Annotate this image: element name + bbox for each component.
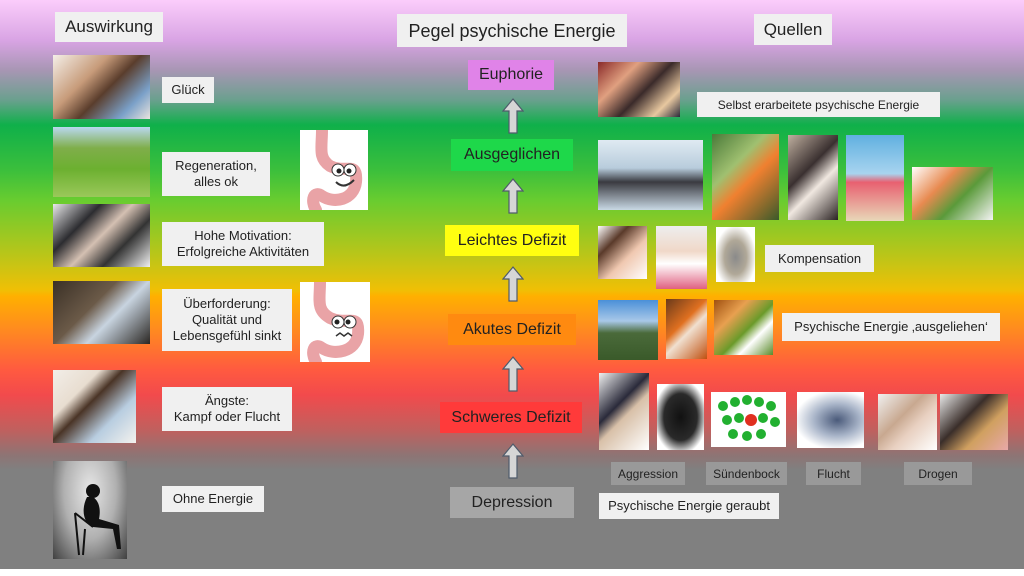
- praying-figure-photo: [598, 300, 658, 360]
- angry-businessman-photo: [599, 373, 649, 450]
- dissolving-runner-photo: [797, 392, 864, 448]
- source-label-self-earned: Selbst erarbeitete psychische Energie: [697, 92, 940, 117]
- header-effects: Auswirkung: [55, 12, 163, 42]
- smoking-man-photo: [878, 394, 937, 450]
- source-label-borrowed: Psychische Energie ‚ausgeliehen‘: [782, 313, 1000, 341]
- business-meeting-photo: [598, 140, 703, 210]
- yoga-woman-photo: [656, 226, 707, 289]
- robbed-category-drogen: Drogen: [904, 462, 972, 485]
- guru-photo: [666, 299, 707, 359]
- arrow-up-icon: [501, 98, 525, 134]
- arrow-up-icon: [501, 443, 525, 479]
- effect-label-ueberforderung: Überforderung: Qualität und Lebensgefühl…: [162, 289, 292, 351]
- level-leichtes-defizit: Leichtes Defizit: [445, 225, 579, 256]
- effect-label-aengste: Ängste: Kampf oder Flucht: [162, 387, 292, 431]
- robbed-category-suendenbock: Sündenbock: [706, 462, 787, 485]
- anxious-man-photo: [53, 370, 136, 443]
- pills-photo: [714, 300, 773, 355]
- eating-woman-photo: [598, 226, 647, 279]
- worried-stomach-mascot-icon: [300, 282, 370, 362]
- source-label-robbed: Psychische Energie geraubt: [599, 493, 779, 519]
- happy-stomach-mascot-icon: [300, 130, 368, 210]
- beach-jump-photo: [846, 135, 904, 221]
- level-schweres-defizit: Schweres Defizit: [440, 402, 582, 433]
- cat-photo: [716, 227, 755, 282]
- arrow-up-icon: [501, 356, 525, 392]
- depressed-silhouette-photo: [53, 461, 127, 559]
- jogging-couple-photo: [712, 134, 779, 220]
- relaxing-deckchair-photo: [53, 127, 150, 197]
- party-friends-photo: [598, 62, 680, 117]
- level-akutes-defizit: Akutes Defizit: [448, 314, 576, 345]
- masked-gunman-photo: [657, 384, 704, 450]
- header-sources: Quellen: [754, 14, 832, 45]
- level-depression: Depression: [450, 487, 574, 518]
- effect-label-ohne-energie: Ohne Energie: [162, 486, 264, 512]
- level-euphorie: Euphorie: [468, 60, 554, 90]
- salmon-salad-photo: [912, 167, 993, 220]
- scapegoat-pawns-photo: [711, 392, 786, 447]
- header-energy-level: Pegel psychische Energie: [397, 14, 627, 47]
- level-ausgeglichen: Ausgeglichen: [451, 139, 573, 171]
- arrow-up-icon: [501, 178, 525, 214]
- robbed-category-flucht: Flucht: [806, 462, 861, 485]
- happy-couple-photo: [53, 55, 150, 119]
- effect-label-regeneration: Regeneration, alles ok: [162, 152, 270, 196]
- robbed-category-aggression: Aggression: [611, 462, 685, 485]
- business-team-photo: [53, 204, 150, 267]
- drinking-man-photo: [940, 394, 1008, 450]
- footer-strip: [0, 569, 1024, 576]
- source-label-compensation: Kompensation: [765, 245, 874, 272]
- arrow-up-icon: [501, 266, 525, 302]
- effect-label-glueck: Glück: [162, 77, 214, 103]
- stressed-worker-photo: [53, 281, 150, 344]
- effect-label-motivation: Hohe Motivation: Erfolgreiche Aktivitäte…: [162, 222, 324, 266]
- dancing-couple-photo: [788, 135, 838, 220]
